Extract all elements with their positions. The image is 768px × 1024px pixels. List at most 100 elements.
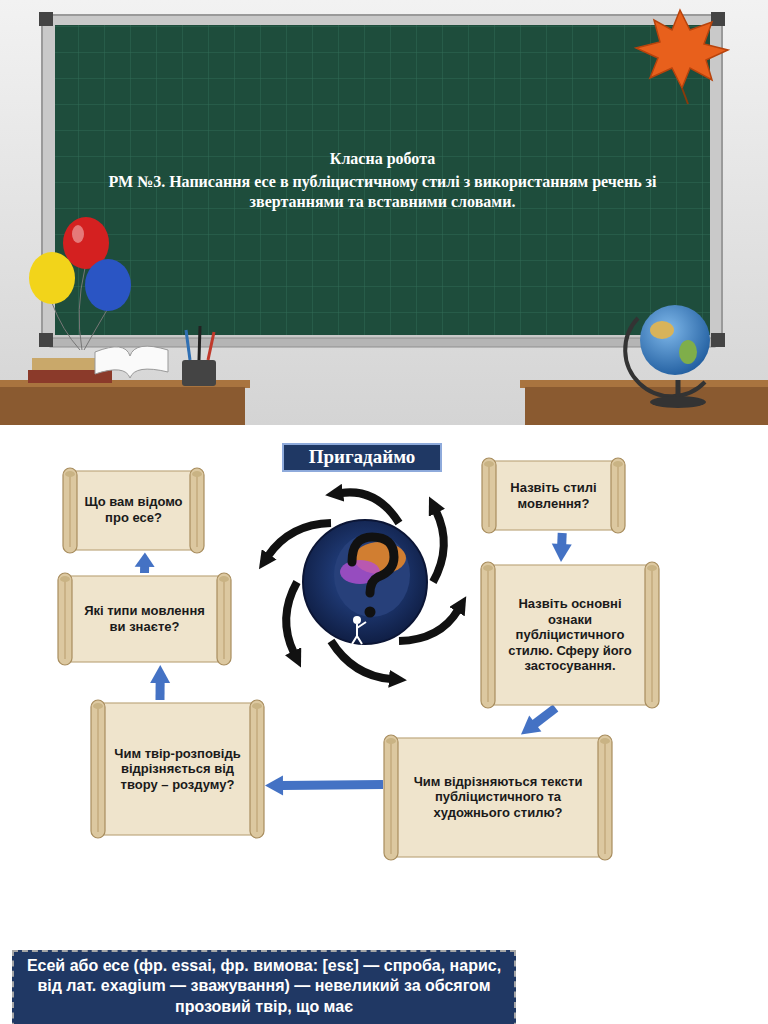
- scroll-roll-shade: [197, 474, 198, 547]
- arrow-shaft: [156, 682, 165, 700]
- arrow-shaft: [534, 708, 555, 724]
- scroll-roll: [217, 573, 231, 665]
- flow-arrow: [150, 665, 170, 700]
- scroll-box: Що вам відомо про есе?: [62, 468, 205, 553]
- scroll-box: Чим відрізняються тексти публіцистичного…: [383, 735, 613, 860]
- flow-arrow: [521, 708, 556, 735]
- head-silhouette: [334, 533, 410, 617]
- scroll-box: Назвіть стилі мовлення?: [481, 458, 626, 533]
- arrow-shaft: [282, 780, 383, 790]
- balloon-shine: [72, 225, 84, 243]
- scroll-roll-shade: [391, 741, 392, 854]
- globe-stand: [676, 380, 681, 398]
- scroll-roll: [91, 700, 105, 838]
- figure-body: [352, 622, 366, 644]
- definition-box: Есей або есе (фр. essai, фр. вимова: [es…: [12, 950, 516, 1024]
- scroll-roll-shade: [652, 568, 653, 702]
- scroll-roll: [611, 458, 625, 533]
- arrow-head: [150, 665, 170, 683]
- heading-text: Пригадаймо: [309, 446, 416, 469]
- scroll-box: Чим твір-розповідь відрізняється від тво…: [90, 700, 265, 838]
- question-mark-dot: [365, 607, 376, 618]
- pencil: [208, 332, 214, 360]
- scroll-paper: [391, 738, 605, 857]
- flow-arrow: [552, 533, 572, 562]
- scroll-paper: [98, 703, 257, 835]
- maple-leaf: [636, 10, 728, 88]
- arrow-head: [552, 544, 572, 562]
- scroll-curl: [219, 576, 229, 582]
- flow-arrow: [265, 775, 383, 795]
- question-text: Чим твір-розповідь відрізняється від тво…: [112, 746, 243, 793]
- flow-arrow: [135, 553, 155, 574]
- frame-corner: [39, 333, 53, 347]
- chalkboard-grid: [55, 25, 710, 335]
- figure-head: [353, 616, 361, 624]
- open-book: [95, 346, 168, 378]
- lesson-topic: РМ №3. Написання есе в публіцистичному с…: [103, 172, 663, 210]
- arrow-shaft: [557, 533, 566, 545]
- leaf-stem: [682, 88, 688, 104]
- thinking-head-icon: [303, 520, 427, 644]
- pencil: [186, 330, 190, 360]
- desk: [525, 387, 768, 425]
- globe-base: [650, 396, 706, 408]
- scroll-roll-shade: [489, 464, 490, 527]
- swirl-arrow: [433, 511, 444, 582]
- globe-land: [650, 321, 674, 339]
- scroll-roll: [250, 700, 264, 838]
- chalkboard: Класна робота РМ №3. Написання есе в публ…: [55, 25, 710, 335]
- question-text: Які типи мовлення ви знаєте?: [79, 603, 210, 634]
- definition-text: Есей або есе (фр. essai, фр. вимова: [es…: [22, 956, 506, 1017]
- arrow-head: [265, 775, 283, 795]
- wall-background: [0, 0, 768, 425]
- frame-corner: [39, 12, 53, 26]
- scroll-roll-shade: [618, 464, 619, 527]
- scroll-roll: [482, 458, 496, 533]
- slide-background: [0, 425, 768, 1024]
- scroll-paper: [70, 471, 197, 550]
- swirl-arrow: [286, 582, 297, 653]
- frame-corner: [711, 12, 725, 26]
- scroll-paper: [489, 461, 618, 530]
- balloon-string: [79, 268, 85, 350]
- scroll-roll: [481, 562, 495, 708]
- chalkboard-surface: [55, 25, 710, 335]
- scroll-paper: [488, 565, 652, 705]
- scroll-roll: [58, 573, 72, 665]
- globe: [640, 305, 710, 375]
- question-text: Що вам відомо про есе?: [84, 494, 183, 525]
- lesson-title: Класна робота: [103, 149, 663, 168]
- swirl-arrow: [331, 641, 391, 679]
- arrow-shaft: [140, 566, 149, 573]
- question-text: Назвіть стилі мовлення?: [503, 480, 604, 511]
- arrow-head: [135, 553, 155, 568]
- scroll-curl: [252, 703, 262, 709]
- scroll-curl: [65, 471, 75, 477]
- scroll-curl: [60, 576, 70, 582]
- scroll-roll-shade: [488, 568, 489, 702]
- scroll-roll: [384, 735, 398, 860]
- pencil-cup: [182, 360, 216, 386]
- scroll-roll-shade: [65, 579, 66, 659]
- chalk-tray: [50, 338, 715, 347]
- yellow-balloon: [29, 252, 75, 304]
- scroll-roll: [190, 468, 204, 553]
- scroll-curl: [93, 703, 103, 709]
- scroll-roll-shade: [224, 579, 225, 659]
- scroll-curl: [386, 738, 396, 744]
- scroll-curl: [647, 565, 657, 571]
- scroll-roll-shade: [605, 741, 606, 854]
- heading-box: Пригадаймо: [282, 443, 442, 472]
- balloon-string: [84, 310, 107, 350]
- blue-balloon: [85, 259, 131, 311]
- question-text: Чим відрізняються тексти публіцистичного…: [405, 774, 591, 821]
- globe-land: [679, 340, 697, 364]
- scroll-curl: [600, 738, 610, 744]
- desk: [0, 387, 245, 425]
- board-frame: [42, 15, 722, 345]
- scroll-paper: [65, 576, 224, 662]
- scroll-box: Назвіть основні ознаки публіцистичного с…: [480, 562, 660, 708]
- scroll-roll-shade: [257, 706, 258, 832]
- question-mark-symbol: [352, 537, 394, 593]
